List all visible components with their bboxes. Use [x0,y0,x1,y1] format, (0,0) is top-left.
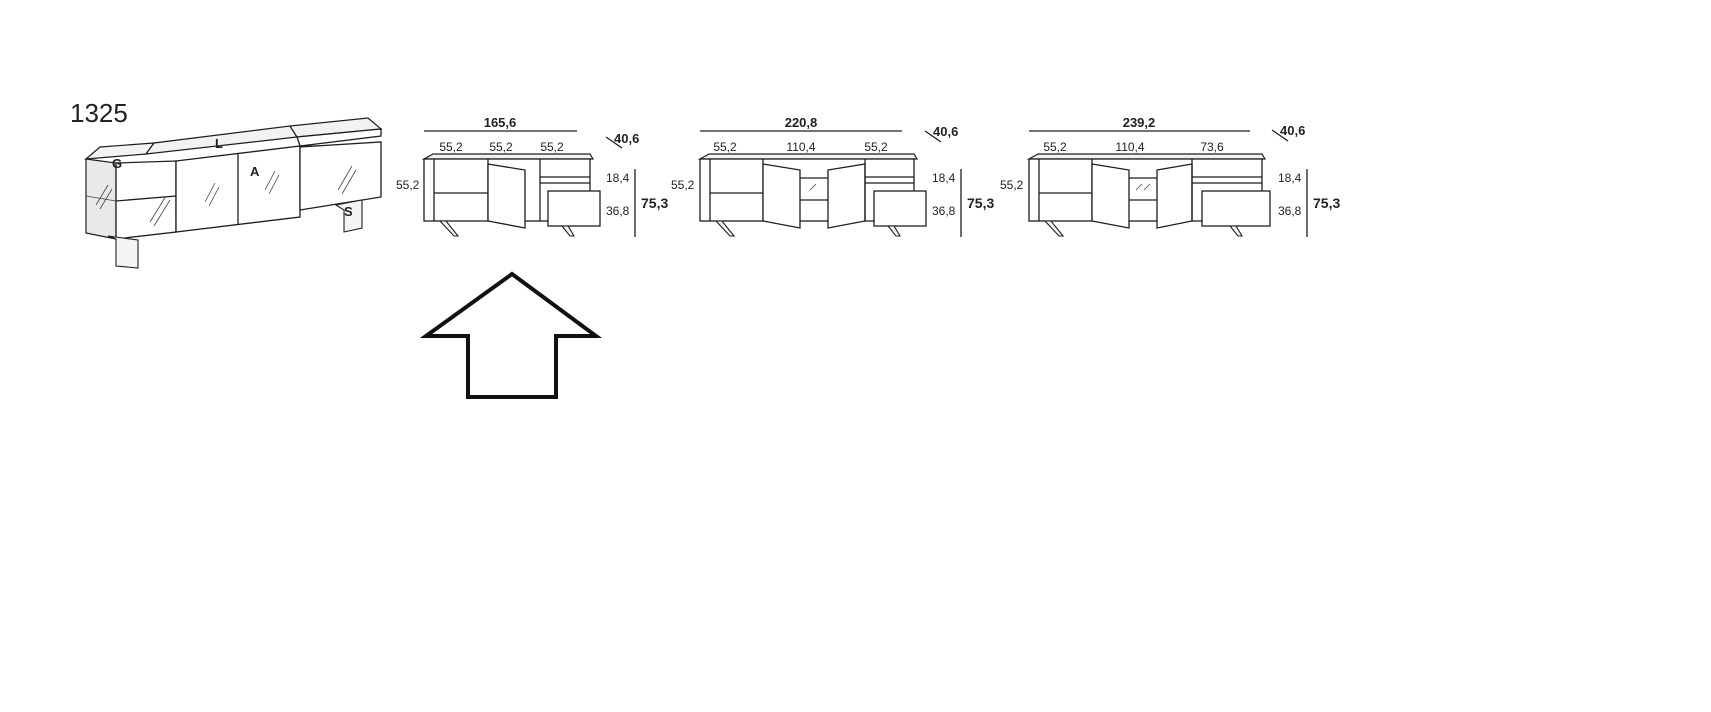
width-dimension: 220,8 [785,115,818,130]
total-height-dimension: 75,3 [1313,195,1340,211]
body-height-dimension: 55,2 [671,178,695,192]
drawer-lower-dimension: 36,8 [606,204,630,218]
drawer-upper-dimension: 18,4 [932,171,956,185]
up-arrow-icon [419,271,603,399]
variant-1: 165,6 40,6 55,2 55,2 55,2 55,2 18,4 36,8… [396,115,668,237]
drawer-lower-dimension: 36,8 [1278,204,1302,218]
module-width-2: 110,4 [1115,140,1144,154]
model-number: 1325 [70,98,128,128]
module-width-1: 55,2 [439,140,463,154]
module-width-2: 110,4 [786,140,815,154]
module-width-2: 55,2 [489,140,513,154]
module-width-3: 55,2 [540,140,564,154]
depth-dimension: 40,6 [933,124,958,139]
total-height-dimension: 75,3 [967,195,994,211]
drawer-upper-dimension: 18,4 [606,171,630,185]
module-width-1: 55,2 [713,140,737,154]
depth-dimension: 40,6 [1280,123,1305,138]
module-width-3: 55,2 [864,140,888,154]
part-label-a: A [250,164,260,179]
sideboard-perspective: G L A S [84,117,383,269]
body-height-dimension: 55,2 [396,178,420,192]
drawer-upper-dimension: 18,4 [1278,171,1302,185]
width-dimension: 239,2 [1123,115,1156,130]
variant-3: 239,2 40,6 55,2 110,4 73,6 55,2 18,4 36,… [1000,115,1340,237]
module-width-1: 55,2 [1043,140,1067,154]
variant-2: 220,8 40,6 55,2 110,4 55,2 55,2 18,4 36,… [671,115,994,237]
part-label-l: L [215,136,223,151]
part-label-g: G [112,156,122,171]
depth-dimension: 40,6 [614,131,639,146]
module-width-3: 73,6 [1200,140,1224,154]
drawer-lower-dimension: 36,8 [932,204,956,218]
body-height-dimension: 55,2 [1000,178,1024,192]
total-height-dimension: 75,3 [641,195,668,211]
part-label-s: S [344,204,353,219]
width-dimension: 165,6 [484,115,517,130]
